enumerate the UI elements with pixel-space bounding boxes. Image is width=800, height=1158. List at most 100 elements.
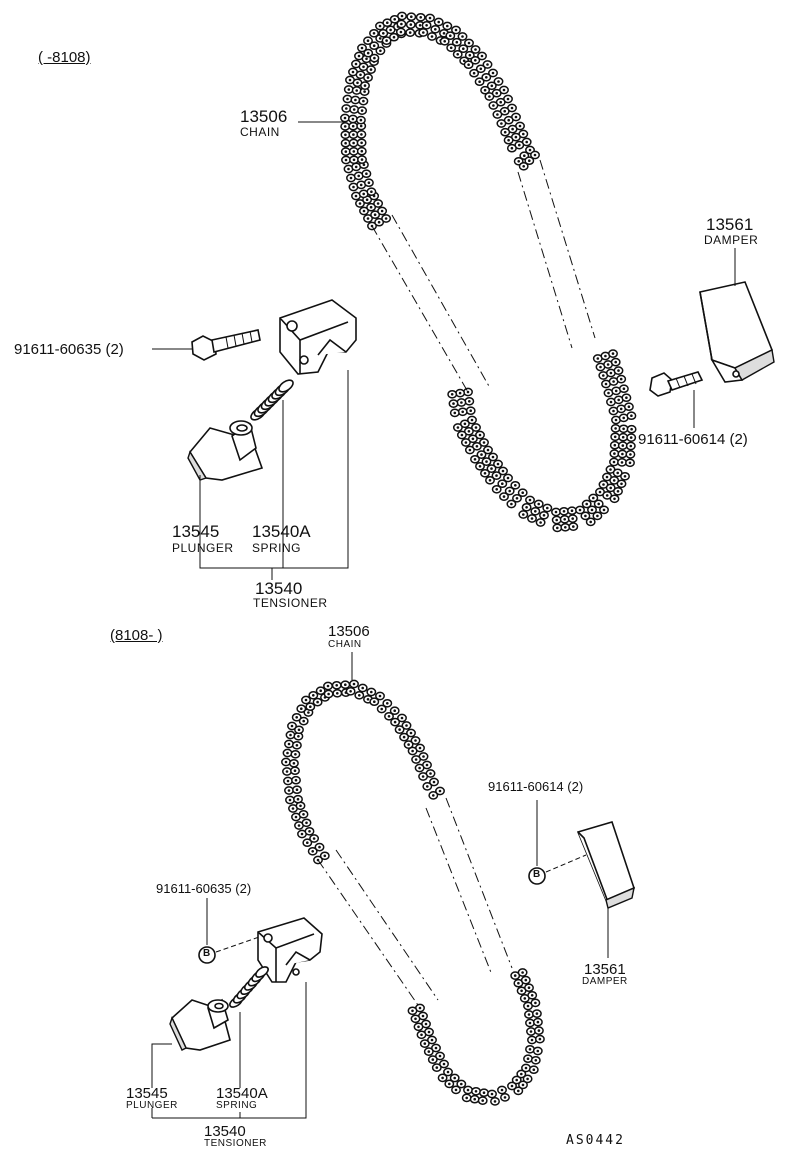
range-label-top: ( -8108) <box>38 49 91 66</box>
chain-link-pin <box>522 513 525 516</box>
chain-link-pin <box>373 213 377 216</box>
tensioner-bottom-name: TENSIONER <box>204 1138 267 1149</box>
chain-link-pin <box>363 90 366 93</box>
chain-link-pin <box>289 733 292 737</box>
plunger-bottom-leader <box>151 1043 172 1088</box>
chain-link-pin <box>539 521 542 524</box>
chain-link-pin <box>400 22 403 26</box>
chain-link-pin <box>596 357 600 360</box>
chain-link-pin <box>344 158 348 162</box>
chain-link-pin <box>501 469 505 473</box>
chain-link-pin <box>578 508 582 512</box>
chain-link-pin <box>485 76 488 79</box>
chain-link-pin <box>524 1066 528 1070</box>
chain-link-pin <box>621 444 625 447</box>
chain-link-pin <box>463 422 467 426</box>
chain-link-pin <box>450 393 454 396</box>
chain-link-pin <box>511 127 514 131</box>
spring-coil <box>255 966 269 978</box>
chain-link-pin <box>352 150 356 153</box>
chain-link-pin <box>347 167 350 171</box>
chain-link-pin <box>622 427 625 431</box>
chain-link-pin <box>435 1066 439 1069</box>
chain-link-pin <box>479 67 483 71</box>
chain-link-pin <box>295 716 299 719</box>
chain-link-pin <box>304 698 308 702</box>
chain-link-pin <box>454 28 458 32</box>
chain-link-pin <box>302 719 306 723</box>
chain-link-pin <box>491 455 495 459</box>
chain-bottom-phantom-left <box>317 859 421 1009</box>
chain-bottom-name: CHAIN <box>328 639 362 650</box>
chain-link-pin <box>306 841 309 844</box>
chain-link-pin <box>570 509 574 512</box>
chain-link-pin <box>612 479 616 482</box>
chain-link-pin <box>393 720 397 724</box>
chain-link-pin <box>414 739 417 742</box>
chain-link-pin <box>490 467 493 470</box>
chain-link-pin <box>510 106 514 110</box>
chain-link-pin <box>612 409 615 413</box>
chain-link-pin <box>377 220 381 224</box>
chain-link-pin <box>468 53 472 57</box>
chain-link-pin <box>530 1038 534 1042</box>
chain-link-pin <box>360 141 363 145</box>
chain-link-pin <box>352 133 355 136</box>
chain-link-pin <box>300 832 304 836</box>
chain-link-pin <box>599 365 602 369</box>
chain-link-pin <box>423 1042 427 1045</box>
chain-link-pin <box>584 514 587 518</box>
chain-link-pin <box>619 407 623 411</box>
chain-link-pin <box>590 508 594 512</box>
chain-link-pin <box>387 715 391 718</box>
chain-link-pin <box>514 115 518 119</box>
chain-link-pin <box>537 1029 541 1032</box>
chain-link-pin <box>372 32 376 35</box>
chain-link-pin <box>589 520 592 524</box>
chain-link-pin <box>437 20 441 24</box>
chain-link-pin <box>352 185 355 189</box>
chain-link-pin <box>506 476 510 480</box>
plunger-bottom-drawing <box>169 998 231 1051</box>
chain-link-pin <box>392 35 396 39</box>
tensioner-bottom-bracket <box>152 982 307 1119</box>
chain-link-pin <box>482 441 486 444</box>
chain-link-pin <box>538 1037 542 1041</box>
chain-link-pin <box>366 217 370 220</box>
chain-link-pin <box>520 1072 523 1076</box>
chain-link-pin <box>614 360 617 364</box>
chain-link-pin <box>380 209 384 213</box>
chain-link-pin <box>597 502 600 506</box>
chain-link-pin <box>506 97 510 101</box>
chain-link-pin <box>411 1009 414 1013</box>
chain-link-pin <box>442 32 446 35</box>
chain-link-pin <box>425 763 429 767</box>
chain-link-pin <box>343 116 347 120</box>
chain-link-pin <box>602 374 605 377</box>
chain-link-pin <box>343 125 347 128</box>
chain-link-pin <box>585 502 588 506</box>
chain-link-pin <box>613 443 617 447</box>
chain-link-pin <box>473 1097 477 1101</box>
chain-link-pin <box>528 1021 532 1025</box>
chain-link-pin <box>411 749 414 753</box>
chain-link-pin <box>349 176 353 180</box>
chain-link-pin <box>530 994 534 997</box>
chain-link-pin <box>307 711 310 714</box>
chain-link-pin <box>284 760 288 764</box>
spring-bottom-drawing <box>229 966 269 1008</box>
chain-link-pin <box>616 471 619 475</box>
chain-link-pin <box>373 56 376 60</box>
chain-link-pin <box>460 401 463 404</box>
chain-link-pin <box>562 510 566 513</box>
chain-top-phantom-left <box>371 225 469 393</box>
chain-link-pin <box>427 1030 431 1034</box>
chain-link-pin <box>496 462 500 466</box>
chain-link-pin <box>431 1058 435 1061</box>
chain-link-pin <box>607 391 610 395</box>
chain-link-pin <box>418 24 422 27</box>
spring-top-drawing <box>250 379 294 421</box>
chain-link-pin <box>442 1062 446 1066</box>
bolt-right-top-drawing <box>649 371 704 397</box>
